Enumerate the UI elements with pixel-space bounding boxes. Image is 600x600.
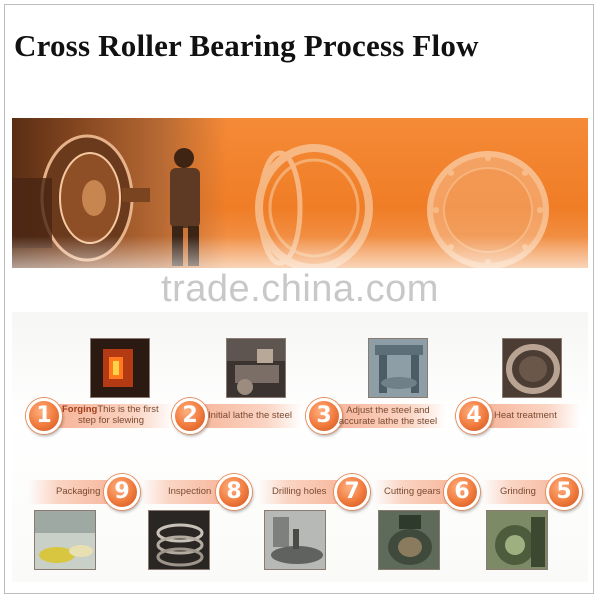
step-6-label: Cutting gears [384,486,441,497]
step-8-number-badge: 8 [216,474,252,510]
step-8-label: Inspection [168,486,212,497]
step-2-label: Initial lathe the steel [208,410,292,421]
step-1-photo [90,338,150,398]
hero-banner [12,118,588,268]
step-5-label: Grinding [500,486,536,497]
page-title: Cross Roller Bearing Process Flow [14,28,479,63]
step-9-label: Packaging [56,486,101,497]
step-6-number-badge: 6 [444,474,480,510]
step-9-number-badge: 9 [104,474,140,510]
step-4-label: Heat treatment [494,410,557,421]
step-5-photo [486,510,548,570]
step-1-label: ForgingThis is the first step for slewin… [62,404,159,426]
step-9-photo [34,510,96,570]
step-2-photo [226,338,286,398]
step-7-photo [264,510,326,570]
step-5-number-badge: 5 [546,474,582,510]
watermark-text: trade.china.com [161,268,439,310]
step-4-number-badge: 4 [456,398,492,434]
step-4-photo [502,338,562,398]
image-frame [4,4,594,594]
step-3-label-line1: Adjust the steel and [346,405,430,416]
step-2-number-badge: 2 [172,398,208,434]
step-1-label-bold: Forging [62,404,98,415]
step-1-label-bar [44,404,174,428]
banner-fade [12,236,588,268]
step-1-label-line2: step for slewing [78,415,145,426]
step-1-label-line1: This is the first [97,404,159,415]
step-6-photo [378,510,440,570]
step-3-label-line2: accurate lathe the steel [338,416,438,427]
step-3-photo [368,338,428,398]
step-3-number-badge: 3 [306,398,342,434]
step-1-number-badge: 1 [26,398,62,434]
step-7-label: Drilling holes [272,486,327,497]
step-8-photo [148,510,210,570]
step-7-number-badge: 7 [334,474,370,510]
step-3-label: Adjust the steel and accurate lathe the … [338,405,438,427]
